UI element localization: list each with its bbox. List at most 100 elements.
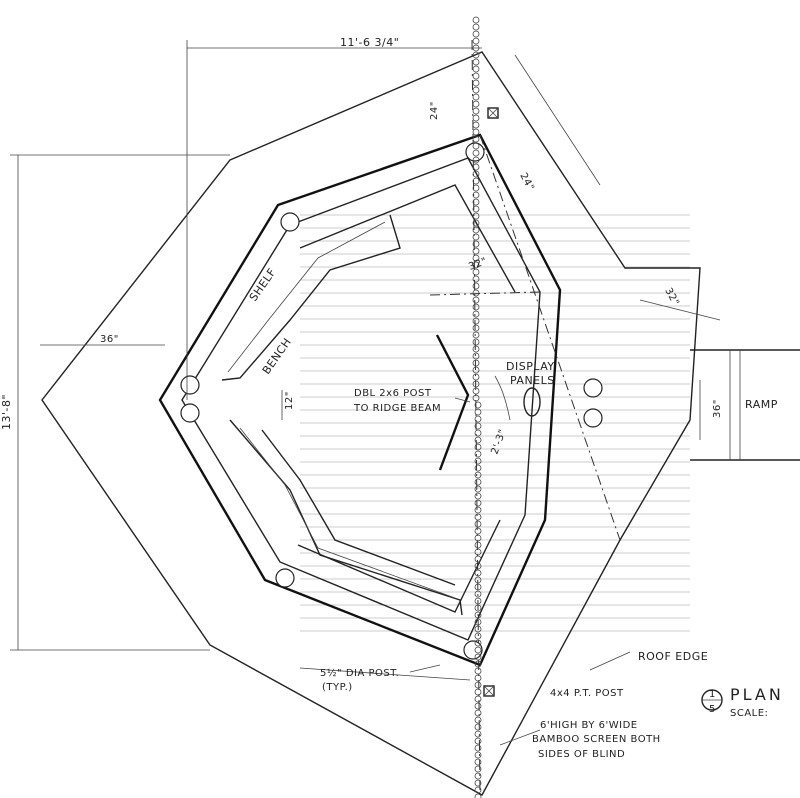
bamboo-node — [474, 499, 482, 507]
bamboo-node — [474, 457, 482, 465]
bamboo-node — [474, 534, 482, 542]
display-panels — [435, 334, 470, 471]
label-shelf: SHELF — [247, 266, 279, 304]
bamboo-node — [474, 436, 482, 444]
bamboo-node — [474, 604, 482, 612]
bamboo-node — [474, 786, 482, 794]
bamboo-node — [474, 716, 482, 724]
label-bamboo-3: SIDES OF BLIND — [538, 749, 625, 760]
shelf-band — [297, 184, 516, 613]
dim-36-left: 36" — [100, 334, 119, 345]
bamboo-node — [472, 58, 480, 66]
roof-edge-outline — [41, 51, 701, 796]
bamboo-node — [474, 779, 482, 787]
bamboo-node — [474, 737, 482, 745]
bamboo-node — [472, 65, 480, 73]
bamboo-screen — [472, 16, 482, 798]
dim-overall-width: 11'-6 3/4" — [340, 36, 399, 49]
bamboo-node — [472, 359, 480, 367]
label-dia-post-1: 5½" DIA POST. — [320, 667, 399, 679]
bamboo-node — [472, 142, 480, 150]
bamboo-node — [472, 100, 480, 108]
bamboo-node — [474, 709, 482, 717]
bamboo-node — [474, 597, 482, 605]
bamboo-node — [472, 261, 480, 269]
bamboo-node — [474, 632, 482, 640]
bamboo-node — [472, 16, 480, 24]
bamboo-node — [472, 219, 480, 227]
bamboo-node — [472, 289, 480, 297]
bamboo-node — [472, 107, 480, 115]
label-bench: BENCH — [260, 336, 294, 377]
bamboo-node — [474, 695, 482, 703]
bamboo-node — [472, 121, 480, 129]
bamboo-node — [474, 681, 482, 689]
label-dia-post-2: (TYP.) — [322, 682, 353, 693]
bamboo-node — [474, 408, 482, 416]
bamboo-node — [472, 282, 480, 290]
pt-posts — [483, 107, 499, 697]
label-display-2: PANELS — [510, 374, 555, 387]
posts — [180, 142, 603, 660]
bamboo-node — [472, 149, 480, 157]
label-plan-title: PLAN — [730, 685, 784, 704]
bamboo-node — [472, 30, 480, 38]
dim-36-ramp: 36" — [712, 399, 723, 418]
bamboo-node — [472, 331, 480, 339]
bamboo-node — [472, 37, 480, 45]
bamboo-node — [472, 387, 480, 395]
bamboo-node — [474, 751, 482, 759]
bamboo-node — [474, 660, 482, 668]
dimension-lines — [10, 40, 721, 681]
bamboo-node — [472, 310, 480, 318]
bench-inner — [227, 221, 456, 599]
label-display-1: DISPLAY — [506, 360, 555, 373]
label-roof-edge: ROOF EDGE — [638, 650, 708, 663]
bamboo-node — [474, 730, 482, 738]
bamboo-node — [474, 562, 482, 570]
bamboo-node — [472, 114, 480, 122]
deck-boards — [300, 214, 690, 632]
bamboo-node — [472, 156, 480, 164]
bamboo-node — [472, 240, 480, 248]
label-sheet-ref: 5 — [709, 704, 716, 715]
bamboo-node — [474, 765, 482, 773]
bamboo-node — [474, 793, 482, 798]
label-dbl-post-1: DBL 2x6 POST — [354, 388, 432, 399]
bamboo-node — [474, 611, 482, 619]
bamboo-node — [472, 275, 480, 283]
dim-32-right: 32" — [662, 286, 681, 308]
bamboo-node — [472, 191, 480, 199]
diag-line-2 — [429, 291, 541, 296]
ramp — [690, 349, 800, 461]
label-sheet-num: 1 — [709, 689, 716, 700]
bamboo-node — [472, 226, 480, 234]
dim-2-3: 2'-3" — [489, 428, 508, 456]
bamboo-node — [472, 23, 480, 31]
bamboo-node — [474, 548, 482, 556]
label-bamboo-1: 6'HIGH BY 6'WIDE — [540, 720, 638, 731]
label-ramp: RAMP — [745, 398, 778, 411]
leader-lines — [409, 375, 631, 746]
bamboo-node — [474, 464, 482, 472]
bamboo-node — [472, 317, 480, 325]
bamboo-node — [474, 639, 482, 647]
bamboo-node — [472, 338, 480, 346]
bamboo-node — [474, 702, 482, 710]
bamboo-node — [474, 625, 482, 633]
bamboo-node — [474, 646, 482, 654]
bamboo-node — [474, 429, 482, 437]
bamboo-node — [472, 205, 480, 213]
bamboo-node — [472, 198, 480, 206]
bamboo-node — [472, 352, 480, 360]
bamboo-node — [474, 667, 482, 675]
hex-wall-outer — [158, 133, 562, 667]
bamboo-node — [472, 366, 480, 374]
bamboo-node — [474, 513, 482, 521]
bamboo-node — [472, 324, 480, 332]
bamboo-node — [472, 254, 480, 262]
bamboo-node — [472, 373, 480, 381]
label-bamboo-2: BAMBOO SCREEN BOTH — [532, 734, 661, 745]
bamboo-node — [474, 688, 482, 696]
